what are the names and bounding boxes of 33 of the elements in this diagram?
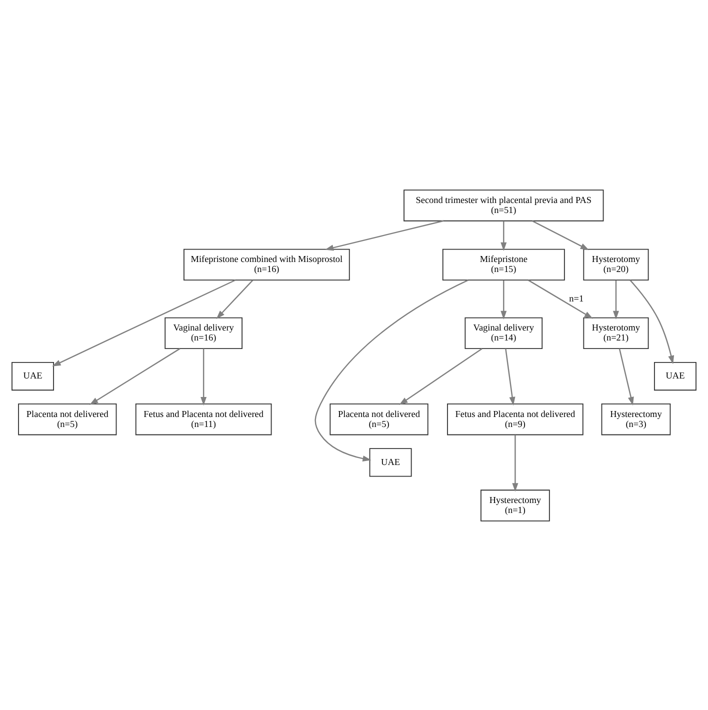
arrow [89,348,180,404]
node-box: Mifepristone combined with Misoprostol (n=16) [184,248,350,280]
arrow [324,220,444,250]
node-box: Hysterotomy (n=20) [583,248,649,280]
arrow [200,348,207,406]
node-box: Placenta not delivered (n=5) [330,403,428,435]
node-box: UAE [12,361,54,390]
arrow [528,279,593,318]
arrow [500,280,507,319]
arrow [52,279,236,366]
node-box: Vaginal delivery (n=14) [464,316,543,349]
edge-label: n=1 [569,292,584,303]
node-box: Fetus and Placenta not delivered (n=9) [447,403,584,435]
arrow [505,348,516,406]
node-box: Placenta not delivered (n=5) [18,403,117,435]
node-box: Fetus and Placenta not delivered (n=11) [135,403,272,435]
node-box: UAE [369,448,412,476]
arrow [314,279,468,462]
node-box: UAE [654,361,696,390]
arrow [216,279,254,318]
arrow [512,434,518,492]
node-box: Hysterectomy (n=3) [601,403,671,435]
arrow [612,280,619,319]
node-box: Hysterectomy (n=1) [480,489,550,521]
node-box: Vaginal delivery (n=16) [164,316,243,349]
node-box: Second trimester with placental previa and PAS (n=51) [404,189,604,221]
arrow [618,348,634,406]
node-box: Hysterotomy (n=21) [583,316,649,349]
arrow [630,279,674,364]
arrow [500,220,507,250]
arrow [532,220,590,250]
arrow [399,348,482,404]
node-box: Mifepristone (n=15) [442,248,565,280]
